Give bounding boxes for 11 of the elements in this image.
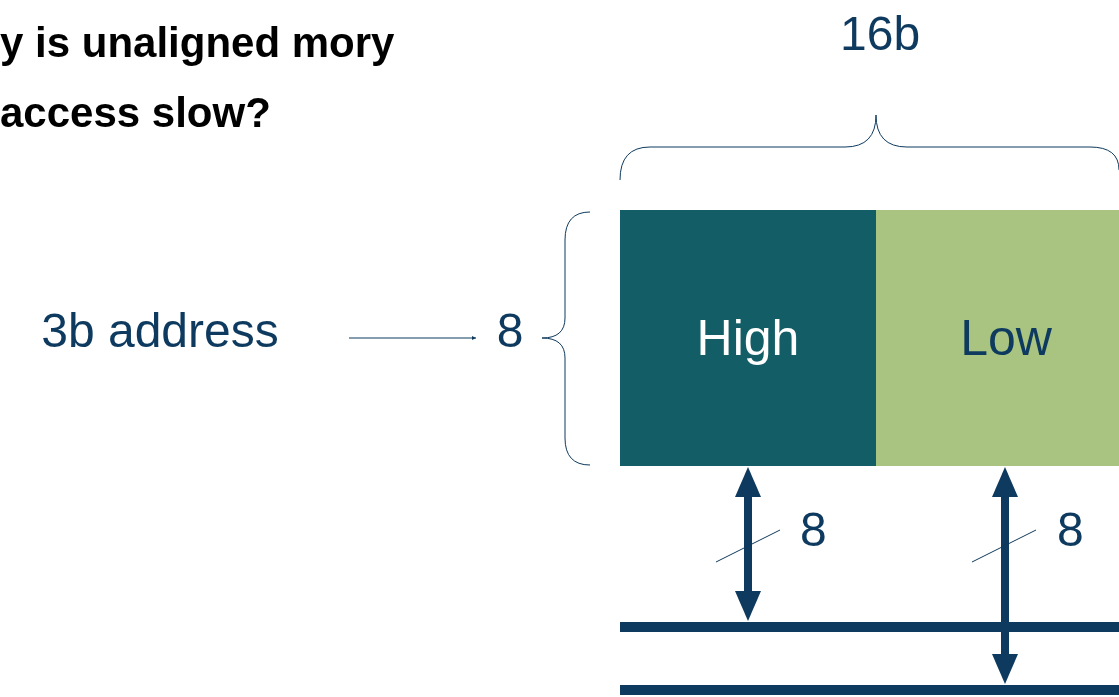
- edge-label: 8: [800, 502, 827, 558]
- row-width-label: 8: [485, 300, 535, 360]
- bus-arrow: [992, 467, 1018, 684]
- arrow: [348, 336, 477, 340]
- address-label: 3b address: [10, 295, 310, 365]
- bus-arrow: [735, 467, 761, 621]
- low-byte-cell: Low: [876, 210, 1119, 466]
- high-byte-cell: High: [620, 210, 876, 466]
- edge-label: 8: [1057, 502, 1084, 558]
- dimension-label: 16b: [840, 6, 921, 62]
- slide-title: y is unaligned mory access slow?: [0, 18, 396, 138]
